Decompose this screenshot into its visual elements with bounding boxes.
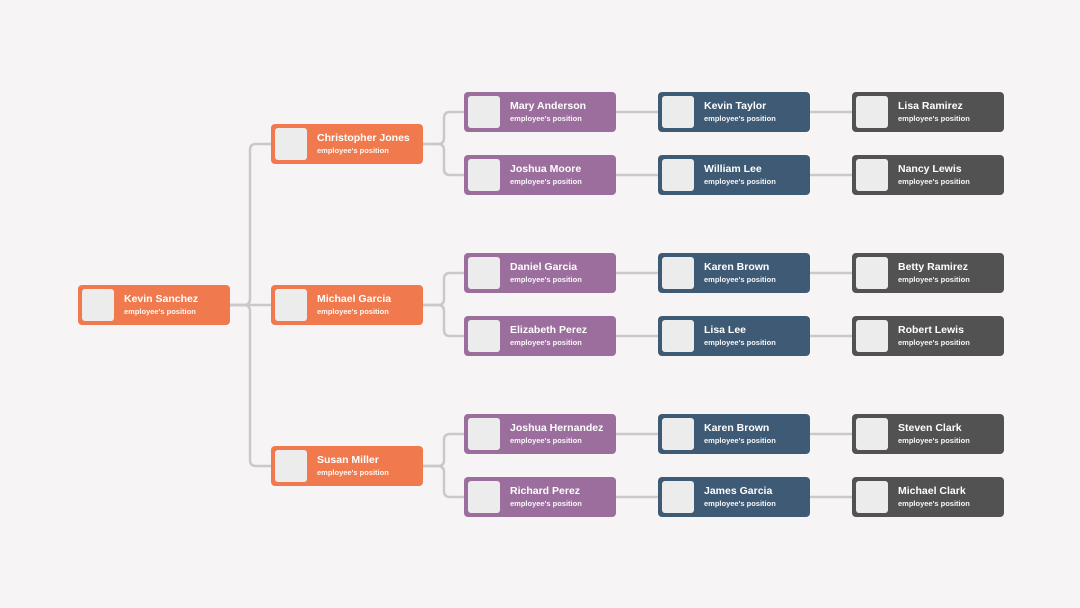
employee-name: Mary Anderson	[510, 100, 587, 112]
employee-position: employee's position	[704, 177, 776, 186]
connector-line	[423, 142, 464, 177]
employee-name: Elizabeth Perez	[510, 324, 588, 336]
employee-name: Susan Miller	[317, 454, 379, 466]
employee-card[interactable]: Michael Garcia employee's position	[271, 285, 423, 325]
employee-card[interactable]: Michael Clark employee's position	[852, 477, 1004, 517]
employee-position: employee's position	[898, 338, 970, 347]
employee-card[interactable]: Robert Lewis employee's position	[852, 316, 1004, 356]
avatar-placeholder	[468, 159, 500, 191]
employee-position: employee's position	[124, 307, 196, 316]
employee-card[interactable]: Kevin Taylor employee's position	[658, 92, 810, 132]
employee-card[interactable]: Richard Perez employee's position	[464, 477, 616, 517]
avatar-placeholder	[468, 418, 500, 450]
employee-name: Betty Ramirez	[898, 261, 969, 273]
avatar-placeholder	[856, 418, 888, 450]
employee-position: employee's position	[898, 275, 970, 284]
employee-name: Michael Clark	[898, 485, 966, 497]
avatar-placeholder	[662, 481, 694, 513]
employee-card[interactable]: Karen Brown employee's position	[658, 253, 810, 293]
employee-name: Steven Clark	[898, 422, 962, 434]
connector-line	[230, 303, 271, 468]
employee-card[interactable]: Joshua Hernandez employee's position	[464, 414, 616, 454]
employee-position: employee's position	[510, 177, 582, 186]
avatar-placeholder	[275, 289, 307, 321]
employee-name: Nancy Lewis	[898, 163, 962, 175]
avatar-placeholder	[856, 481, 888, 513]
avatar-placeholder	[856, 159, 888, 191]
avatar-placeholder	[856, 320, 888, 352]
avatar-placeholder	[856, 257, 888, 289]
employee-name: Daniel Garcia	[510, 261, 578, 273]
employee-name: Richard Perez	[510, 485, 581, 497]
employee-card[interactable]: Lisa Lee employee's position	[658, 316, 810, 356]
avatar-placeholder	[468, 96, 500, 128]
employee-card[interactable]: Betty Ramirez employee's position	[852, 253, 1004, 293]
avatar-placeholder	[662, 320, 694, 352]
employee-name: Karen Brown	[704, 422, 770, 434]
employee-name: Lisa Lee	[704, 324, 747, 336]
employee-card[interactable]: Steven Clark employee's position	[852, 414, 1004, 454]
connector-line	[423, 303, 464, 338]
employee-card[interactable]: Christopher Jones employee's position	[271, 124, 423, 164]
avatar-placeholder	[662, 159, 694, 191]
employee-position: employee's position	[510, 499, 582, 508]
employee-position: employee's position	[704, 499, 776, 508]
connector-line	[423, 432, 464, 468]
employee-name: Michael Garcia	[317, 293, 392, 305]
employee-position: employee's position	[898, 436, 970, 445]
employee-position: employee's position	[510, 114, 582, 123]
avatar-placeholder	[468, 320, 500, 352]
avatar-placeholder	[856, 96, 888, 128]
employee-position: employee's position	[704, 275, 776, 284]
employee-card[interactable]: Mary Anderson employee's position	[464, 92, 616, 132]
employee-name: Joshua Hernandez	[510, 422, 604, 434]
employee-name: Robert Lewis	[898, 324, 964, 336]
employee-position: employee's position	[317, 146, 389, 155]
employee-position: employee's position	[510, 338, 582, 347]
employee-position: employee's position	[317, 468, 389, 477]
avatar-placeholder	[662, 418, 694, 450]
employee-name: Christopher Jones	[317, 132, 410, 144]
connector-line	[423, 464, 464, 499]
employee-card[interactable]: Kevin Sanchez employee's position	[78, 285, 230, 325]
employee-name: Karen Brown	[704, 261, 770, 273]
avatar-placeholder	[275, 128, 307, 160]
employee-position: employee's position	[898, 177, 970, 186]
employee-name: Kevin Taylor	[704, 100, 767, 112]
avatar-placeholder	[468, 257, 500, 289]
employee-card[interactable]: Karen Brown employee's position	[658, 414, 810, 454]
employee-position: employee's position	[704, 436, 776, 445]
employee-name: Lisa Ramirez	[898, 100, 963, 112]
connector-line	[423, 110, 464, 146]
avatar-placeholder	[662, 257, 694, 289]
employee-position: employee's position	[704, 114, 776, 123]
connector-line	[423, 271, 464, 307]
employee-card[interactable]: William Lee employee's position	[658, 155, 810, 195]
employee-position: employee's position	[510, 436, 582, 445]
employee-name: James Garcia	[704, 485, 773, 497]
avatar-placeholder	[275, 450, 307, 482]
employee-card[interactable]: Nancy Lewis employee's position	[852, 155, 1004, 195]
employee-position: employee's position	[898, 499, 970, 508]
avatar-placeholder	[82, 289, 114, 321]
employee-name: William Lee	[704, 163, 762, 175]
employee-card[interactable]: Elizabeth Perez employee's position	[464, 316, 616, 356]
employee-card[interactable]: Joshua Moore employee's position	[464, 155, 616, 195]
employee-position: employee's position	[510, 275, 582, 284]
employee-card[interactable]: Lisa Ramirez employee's position	[852, 92, 1004, 132]
avatar-placeholder	[468, 481, 500, 513]
employee-name: Joshua Moore	[510, 163, 582, 175]
employee-card[interactable]: Daniel Garcia employee's position	[464, 253, 616, 293]
avatar-placeholder	[662, 96, 694, 128]
employee-position: employee's position	[317, 307, 389, 316]
employee-position: employee's position	[704, 338, 776, 347]
employee-card[interactable]: James Garcia employee's position	[658, 477, 810, 517]
employee-position: employee's position	[898, 114, 970, 123]
employee-name: Kevin Sanchez	[124, 293, 199, 305]
employee-card[interactable]: Susan Miller employee's position	[271, 446, 423, 486]
connector-line	[230, 142, 271, 307]
